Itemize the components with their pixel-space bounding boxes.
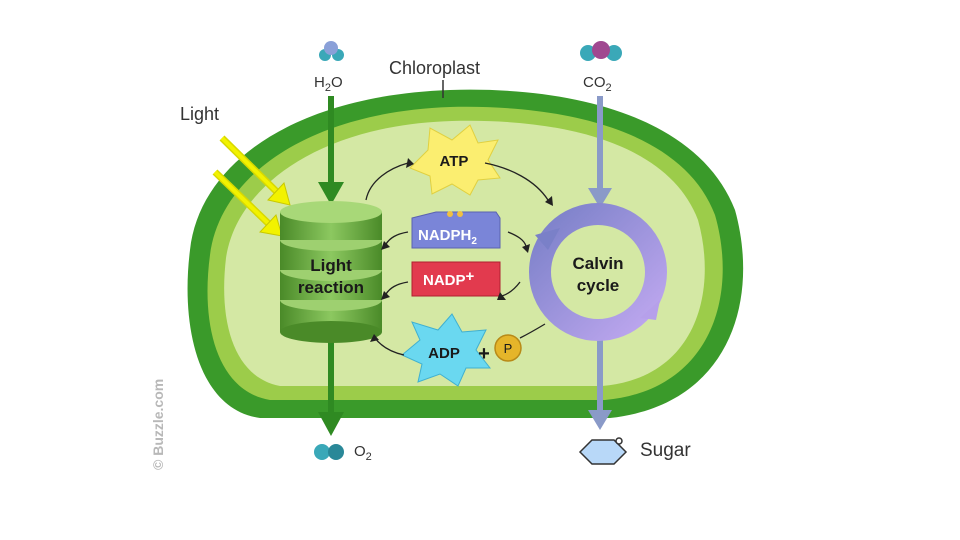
phosphate-circle [494, 334, 522, 362]
calvin-cycle-label-line2: cycle [577, 276, 620, 295]
nadp-box [411, 261, 501, 297]
o2-molecule-icon [314, 444, 344, 460]
adp-burst [401, 313, 492, 387]
light-label: Light [180, 104, 220, 124]
buzzle-watermark: © Buzzle.com [150, 378, 166, 470]
plus-sign: + [478, 343, 490, 365]
calvin-cycle-ring [529, 203, 667, 341]
sugar-label: Sugar [640, 440, 691, 461]
nadp-label: NADP+ [423, 268, 475, 289]
atp-burst [409, 124, 501, 196]
phosphate-label: P [504, 341, 513, 356]
nadph-box [411, 211, 501, 249]
thylakoid-stack [280, 201, 382, 343]
adp-label: ADP [428, 345, 460, 362]
light-rays [212, 135, 291, 237]
cycle-arrowheads [370, 158, 553, 342]
co2-molecule-icon [580, 41, 622, 61]
o2-arrowhead [318, 412, 344, 436]
nadph-label: NADPH2 [418, 227, 477, 247]
o2-label: O2 [354, 443, 372, 463]
light-reaction-label-line2: reaction [298, 278, 364, 297]
chloroplast-label: Chloroplast [389, 58, 481, 78]
atp-label: ATP [440, 153, 469, 170]
h2o-label: H2O [314, 74, 343, 94]
sugar-arrowhead [588, 410, 612, 430]
sugar-icon [578, 437, 628, 465]
co2-arrowhead [588, 188, 612, 208]
light-reaction-label-line1: Light [310, 256, 352, 275]
calvin-cycle-label-line1: Calvin [572, 254, 623, 273]
h2o-molecule-icon [319, 41, 344, 61]
h2o-arrowhead [318, 182, 344, 205]
cycle-arrows [365, 162, 549, 356]
co2-label: CO2 [583, 74, 612, 94]
